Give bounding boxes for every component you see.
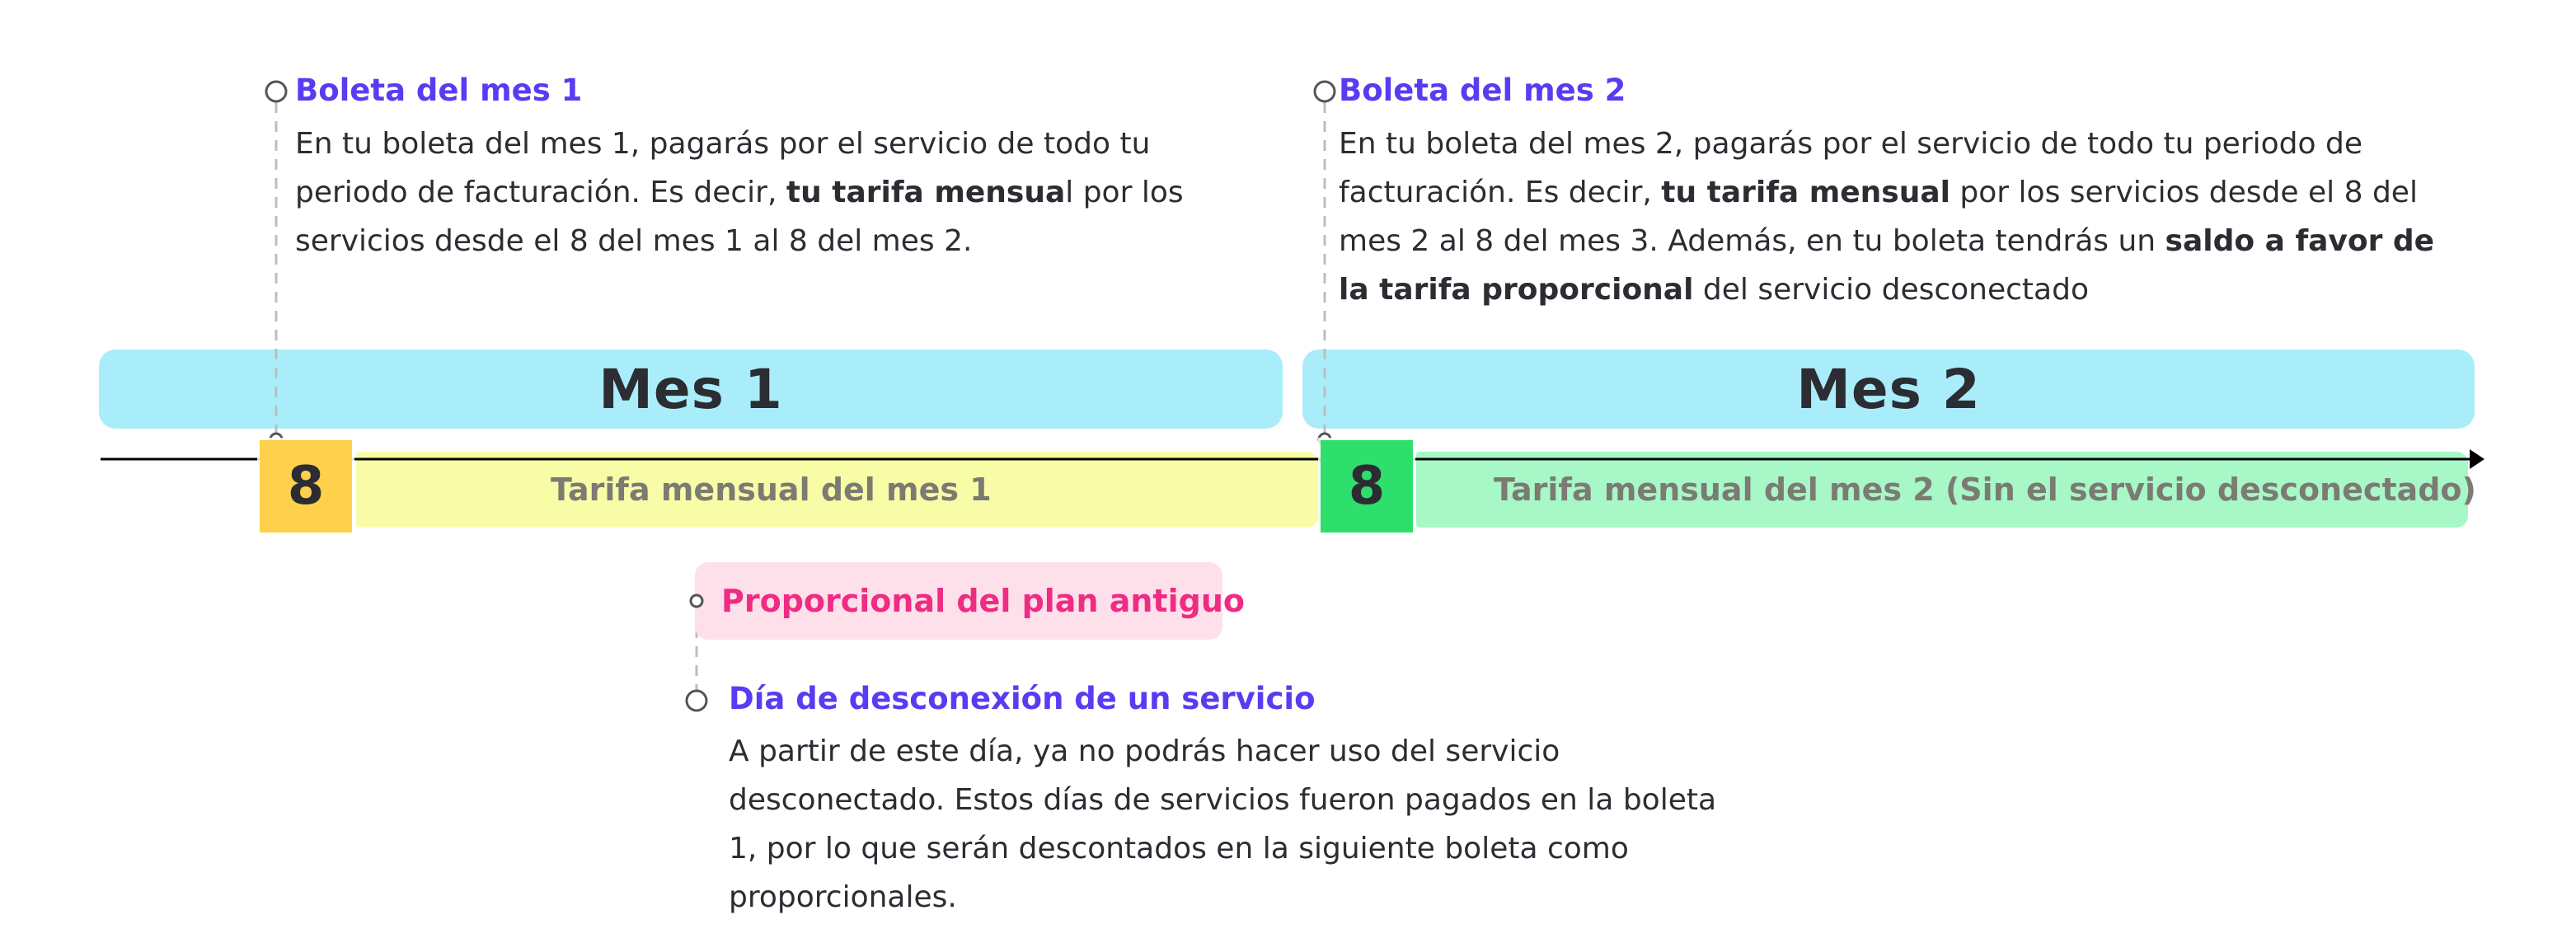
timeline-arrowhead (2470, 449, 2485, 469)
proportional-box: Proporcional del plan antiguo (695, 562, 1245, 640)
note-title-bill-1: Boleta del mes 1 (295, 73, 583, 108)
month-band-2: Mes 2 (1302, 350, 2475, 429)
note-title-disconnect: Día de desconexión de un servicio (729, 681, 1316, 716)
month-band-1: Mes 1 (99, 350, 1283, 429)
day-badge-mes-1: 8 (260, 440, 352, 532)
month-label: Mes 2 (1796, 357, 1981, 421)
note-body-bill-1: En tu boleta del mes 1, pagarás por el s… (295, 127, 1184, 258)
note-title-bill-2: Boleta del mes 2 (1339, 73, 1626, 108)
marker-bill-2 (1313, 80, 1336, 103)
note-body-bill-2: En tu boleta del mes 2, pagarás por el s… (1339, 127, 2435, 307)
tariff-bar-month-2: Tarifa mensual del mes 2 (Sin el servici… (1416, 452, 2476, 528)
marker-bill-1 (265, 80, 288, 103)
tariff-bar-month-1: Tarifa mensual del mes 1 (356, 452, 1319, 528)
month-label: Mes 1 (598, 357, 783, 421)
tariff-label: Tarifa mensual del mes 2 (Sin el servici… (1494, 472, 2476, 508)
proportional-label: Proporcional del plan antiguo (721, 583, 1245, 619)
tariff-label: Tarifa mensual del mes 1 (551, 472, 992, 508)
day-badge-mes-2: 8 (1321, 440, 1413, 532)
marker-disconnect (685, 689, 708, 712)
day-label: 8 (1348, 456, 1386, 517)
note-body-disconnect: A partir de este día, ya no podrás hacer… (729, 734, 1717, 914)
day-label: 8 (287, 456, 325, 517)
